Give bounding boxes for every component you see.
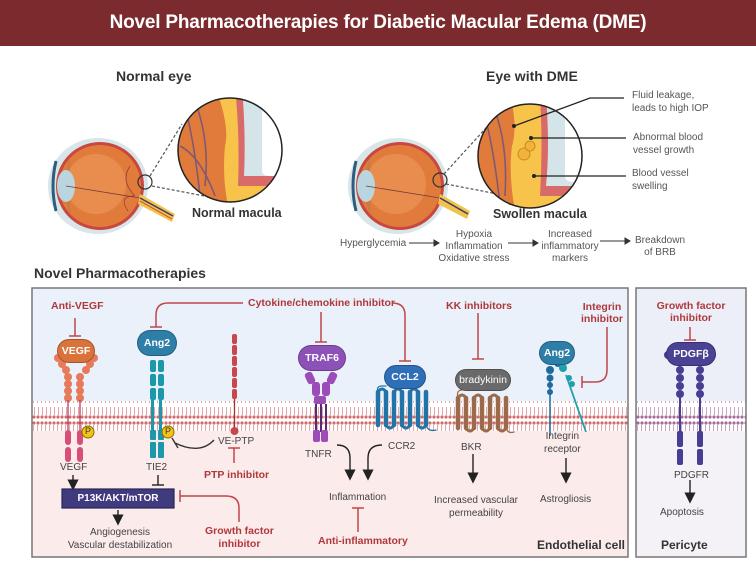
cytokine-inhibitor-label: Cytokine/chemokine inhibitor	[248, 297, 396, 309]
anti-inflammatory-label: Anti-inflammatory	[318, 535, 408, 547]
tie2-label: TIE2	[146, 462, 168, 473]
pdgfb-ligand: PDGFβ	[666, 342, 716, 366]
tnfr-receptor	[304, 371, 338, 442]
bkr-receptor	[455, 389, 515, 434]
astrogliosis-outcome: Astrogliosis	[540, 494, 592, 505]
growth-factor-inhibitor-label: Growth factor inhibitor	[205, 525, 274, 550]
pathway-arrows	[409, 237, 631, 247]
integrin-receptor	[546, 359, 587, 436]
title-banner: Novel Pharmacotherapies for Diabetic Mac…	[0, 0, 756, 46]
ang2-integrin-ligand: Ang2	[539, 341, 575, 365]
tie2-receptor	[150, 360, 164, 458]
inhibitor-lines	[69, 302, 696, 532]
callout-abnormal-vessel: Abnormal blood vessel growth	[633, 132, 704, 156]
callout-fluid-leakage: Fluid leakage, leads to high IOP	[632, 90, 709, 114]
vegf-receptor-label: VEGF	[60, 462, 88, 473]
traf6-ligand: TRAF6	[298, 345, 346, 371]
angiogenesis-outcome: Angiogenesis Vascular destabilization	[67, 527, 173, 551]
phospho-circles	[81, 425, 175, 439]
inflammation-outcome: Inflammation	[329, 492, 387, 503]
section-title: Novel Pharmacotherapies	[34, 265, 206, 281]
bradykinin-ligand: bradykinin	[455, 369, 511, 391]
signal-arrows	[67, 444, 696, 526]
normal-macula-caption: Normal macula	[192, 206, 282, 220]
normal-eye-heading: Normal eye	[116, 68, 192, 84]
pathway-step-hypoxia: Hypoxia Inflammation Oxidative stress	[438, 229, 510, 264]
ccr2-receptor	[375, 385, 437, 432]
endothelial-cell-label: Endothelial cell	[537, 538, 626, 552]
eye-illustrations	[48, 97, 631, 247]
pericyte-growth-inhibitor-label: Growth factor inhibitor	[656, 300, 726, 324]
ang2-ligand: Ang2	[137, 330, 177, 356]
permeability-outcome: Increased vascular permeability	[434, 495, 518, 519]
pdgfr-label: PDGFR	[674, 470, 709, 481]
kk-inhibitors-label: KK inhibitors	[446, 300, 512, 312]
ve-ptp-receptor	[230, 334, 239, 435]
phospho-label-vegf: P	[84, 426, 91, 436]
pathway-step-inflammatory-markers: Increased inflammatory markers	[541, 229, 599, 264]
bkr-label: BKR	[461, 442, 482, 453]
vegf-ligand: VEGF	[57, 339, 95, 363]
tnfr-label: TNFR	[305, 449, 332, 460]
pdgfr-receptor	[664, 351, 716, 465]
pi3k-akt-mtor-label: P13K/AKT/mTOR	[77, 493, 159, 504]
pericyte-label: Pericyte	[661, 538, 708, 552]
apoptosis-outcome: Apoptosis	[660, 507, 704, 518]
ccr2-label: CCR2	[388, 441, 416, 452]
pi3k-box	[61, 488, 175, 509]
callout-vessel-swelling: Blood vessel swelling	[632, 168, 689, 192]
ptp-inhibitor-label: PTP inhibitor	[204, 469, 270, 481]
anti-vegf-label: Anti-VEGF	[51, 300, 104, 312]
ve-ptp-label: VE-PTP	[218, 436, 255, 447]
endothelial-cell-panel	[31, 287, 629, 558]
normal-eye-illustration	[48, 97, 283, 234]
integrin-inhibitor-label: Integrin inhibitor	[581, 301, 623, 325]
dme-eye-heading: Eye with DME	[486, 68, 578, 84]
vegf-receptor	[54, 354, 98, 462]
phospho-label-tie2: P	[164, 426, 171, 436]
swollen-macula-caption: Swollen macula	[493, 207, 587, 221]
pathway-step-brb-breakdown: Breakdown of BRB	[634, 235, 686, 258]
ccl2-ligand: CCL2	[384, 365, 426, 389]
pathway-step-hyperglycemia: Hyperglycemia	[340, 238, 407, 249]
veptp-inhibit-arc	[174, 439, 215, 449]
integrin-receptor-label: Integrin receptor	[544, 431, 581, 455]
pericyte-panel	[635, 287, 747, 558]
page-title: Novel Pharmacotherapies for Diabetic Mac…	[109, 12, 647, 33]
